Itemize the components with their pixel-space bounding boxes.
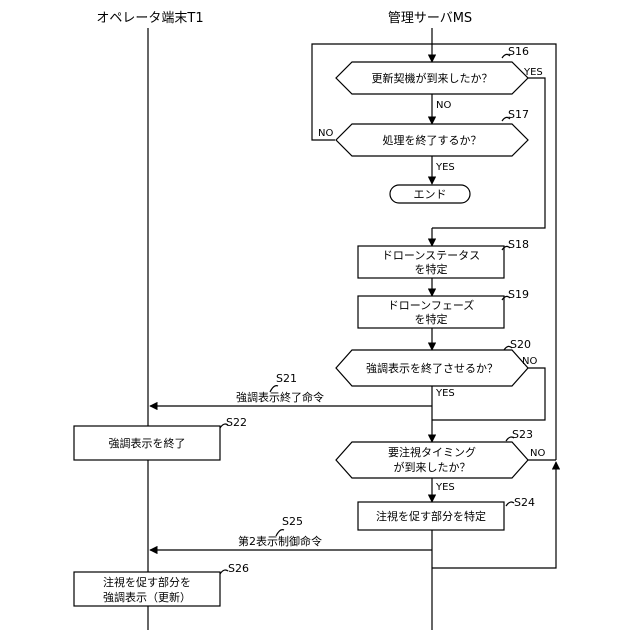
s20-yes-label: YES: [435, 388, 455, 399]
end-text: エンド: [414, 188, 447, 201]
s22-label: S22: [226, 416, 247, 429]
s20-text: 強調表示を終了させるか？: [366, 361, 498, 375]
s20-no-label: NO: [522, 356, 537, 367]
s17-yes-label: YES: [435, 162, 455, 173]
s16-no-label: NO: [436, 100, 451, 111]
s23-text-line1: 要注視タイミング: [388, 445, 476, 459]
s24-label: S24: [514, 496, 535, 509]
s21-label: S21: [276, 372, 297, 385]
s23-yes-label: YES: [435, 482, 455, 493]
s23-text-line2: が到来したか？: [394, 460, 471, 474]
s17-label: S17: [508, 108, 529, 121]
s18-label: S18: [508, 238, 529, 251]
s17-no-label: NO: [318, 128, 333, 139]
s21-text: 強調表示終了命令: [236, 390, 324, 404]
operator-terminal-header: オペレータ端末T1: [96, 11, 203, 26]
s22-text: 強調表示を終了: [109, 436, 186, 450]
s23-label: S23: [512, 428, 533, 441]
s23-no-label: NO: [530, 448, 545, 459]
s16-text: 更新契機が到来したか？: [372, 71, 493, 85]
s26-text-line1: 注視を促す部分を: [103, 575, 191, 589]
s26-label: S26: [228, 562, 249, 575]
s16-yes-label: YES: [523, 67, 543, 78]
s25-label: S25: [282, 515, 303, 528]
s16-label: S16: [508, 45, 529, 58]
s24-leader: [506, 502, 514, 506]
s19-label: S19: [508, 288, 529, 301]
management-server-header: 管理サーバMS: [388, 11, 472, 26]
s19-text-line1: ドローンフェーズ: [388, 298, 475, 312]
s18-text-line2: を特定: [415, 262, 448, 276]
s17-text: 処理を終了するか？: [383, 133, 482, 147]
s25-text: 第2表示制御命令: [238, 534, 322, 548]
s26-text-line2: 強調表示（更新）: [103, 590, 191, 604]
s19-text-line2: を特定: [415, 312, 448, 326]
s24-text: 注視を促す部分を特定: [376, 509, 486, 523]
s26-leader: [220, 570, 228, 574]
s18-text-line1: ドローンステータス: [382, 249, 480, 262]
s20-label: S20: [510, 338, 531, 351]
